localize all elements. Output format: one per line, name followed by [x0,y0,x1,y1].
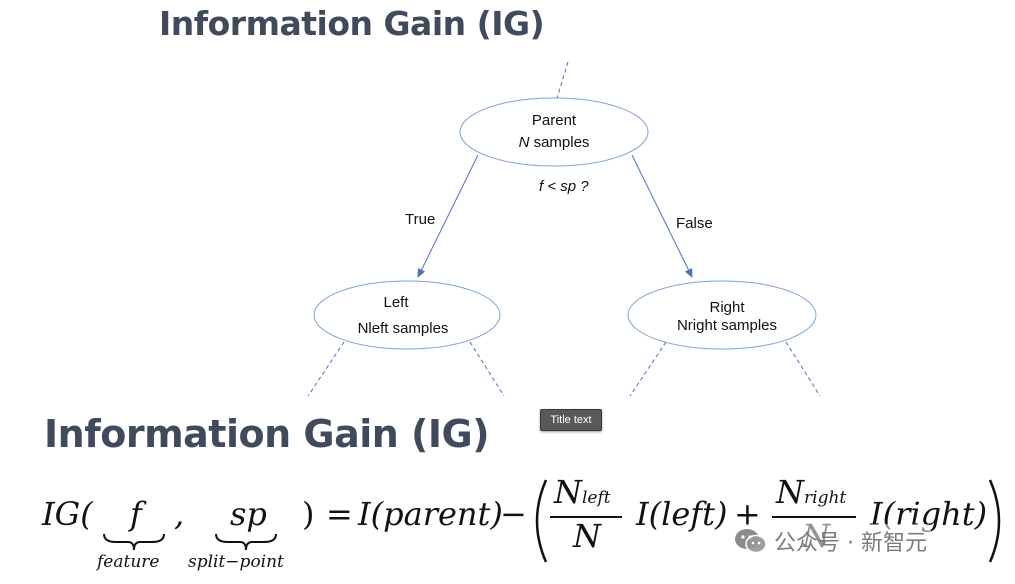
split-question: f < sp ? [539,178,589,195]
frac2-bar [772,516,856,518]
watermark-text: 公众号 · 新智元 [774,531,927,556]
split-point-underbrace [215,533,277,551]
parent-node-label: Parent N samples [494,110,614,154]
right-child-dashed-edge [785,341,821,397]
true-edge-label: True [405,211,436,228]
formula-split-point-label: split−point [188,552,284,572]
feature-underbrace [103,533,165,551]
frac2-numerator-var: N [776,473,804,511]
formula-left-impurity: I(left) [636,495,728,533]
frac1-numerator: Nleft [554,476,611,508]
left-child-dashed-edge [469,341,505,397]
parent-count-variable: N [518,134,530,151]
formula-close-paren: ) [302,495,315,533]
formula-ig-function: IG( [42,495,93,533]
frac1-numerator-sub: left [582,488,611,508]
left-node [313,280,501,350]
parent-count-text: samples [529,134,590,151]
right-node-label: Right Nright samples [667,299,787,335]
formula-parent-impurity: I(parent) [358,495,503,533]
right-node-count: Nright samples [676,317,778,334]
formula-feature-label: feature [97,552,160,572]
formula-minus: − [500,495,527,533]
frac2-numerator: Nright [776,476,846,508]
right-child-dashed-edge [629,341,667,397]
section-heading: Information Gain (IG) [44,412,490,456]
right-node [627,280,817,350]
formula-arg-f: f [130,495,142,533]
left-node-label: Left Nleft samples [343,292,463,340]
title-text-tooltip: Title text [540,409,602,431]
wechat-icon [735,529,767,554]
false-edge-label: False [676,215,713,232]
left-child-dashed-edge [307,341,345,397]
parent-node-count: N samples [494,132,614,154]
frac1-numerator-var: N [554,473,582,511]
left-node-count: Nleft samples [357,320,449,337]
diagram-title: Information Gain (IG) [159,4,545,43]
frac1-denominator: N [573,517,601,555]
formula-comma: , [174,495,185,533]
frac2-numerator-sub: right [804,488,847,508]
formula-arg-sp: sp [230,495,267,533]
wechat-watermark: 公众号 · 新智元 [730,524,931,558]
left-node-title: Left [383,294,409,311]
formula-big-right-paren [988,479,1001,563]
right-node-title: Right [709,299,745,316]
incoming-dashed-edge [556,61,569,99]
parent-node [459,97,649,167]
true-edge [417,154,479,278]
parent-node-title: Parent [531,112,577,129]
frac1-bar [550,516,622,518]
formula-equals: = [326,495,353,533]
false-edge [631,154,693,278]
formula-big-left-paren [535,479,548,563]
